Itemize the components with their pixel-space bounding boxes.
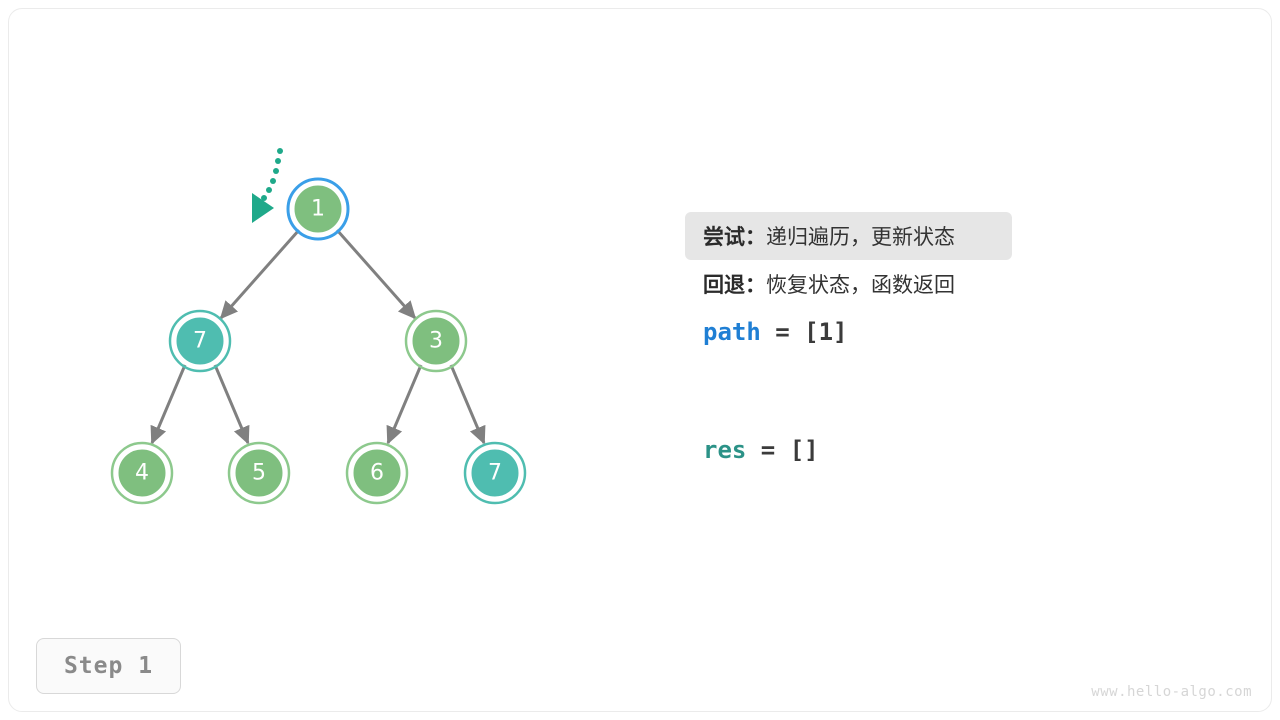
variable-value-res: [] — [789, 436, 819, 464]
tree-node-3[interactable]: 3 — [404, 309, 468, 373]
step-badge-label: Step 1 — [63, 653, 154, 679]
tree-edges — [150, 229, 486, 445]
info-row-try-key: 尝试： — [703, 225, 766, 249]
tree-node-label: 5 — [252, 461, 266, 486]
tree-node-label: 7 — [193, 329, 207, 354]
tree-node-1[interactable]: 1 — [286, 177, 350, 241]
dotted-path-icon — [261, 148, 283, 201]
tree-node-7-left[interactable]: 7 — [168, 309, 232, 373]
info-row-backtrack: 回退： 恢复状态，函数返回 — [685, 260, 1105, 308]
edge-1-7L — [219, 229, 301, 320]
tree-node-label: 1 — [311, 197, 325, 222]
tree-node-label: 3 — [429, 329, 443, 354]
figure-frame — [8, 8, 1272, 712]
tree-node-5[interactable]: 5 — [227, 441, 291, 505]
tree-nodes: 1 7 3 4 — [110, 177, 527, 505]
variable-name-res: res — [703, 436, 747, 464]
edge-1-3 — [335, 229, 417, 320]
variable-value-path: [1] — [804, 318, 848, 346]
edge-3-6 — [386, 364, 423, 445]
tree-node-6[interactable]: 6 — [345, 441, 409, 505]
info-row-try-value: 递归遍历，更新状态 — [766, 225, 955, 249]
info-row-try: 尝试： 递归遍历，更新状态 — [685, 212, 1012, 260]
tree-node-label: 7 — [488, 461, 502, 486]
tree-node-7-right[interactable]: 7 — [463, 441, 527, 505]
info-row-backtrack-value: 恢复状态，函数返回 — [766, 273, 955, 297]
panel-spacer — [685, 356, 1105, 426]
edge-7L-5 — [213, 364, 250, 445]
tree-node-label: 4 — [135, 461, 149, 486]
traversal-pointer — [252, 148, 283, 223]
tree-node-label: 6 — [370, 461, 384, 486]
step-badge: Step 1 — [36, 638, 181, 694]
site-watermark: www.hello-algo.com — [1091, 684, 1252, 700]
assignment-operator: = — [746, 436, 790, 464]
cursor-triangle-icon — [252, 193, 274, 223]
state-info-panel: 尝试： 递归遍历，更新状态 回退： 恢复状态，函数返回 path = [1] r… — [685, 212, 1105, 474]
info-row-backtrack-key: 回退： — [703, 273, 766, 297]
variable-name-path: path — [703, 318, 761, 346]
code-row-res: res = [] — [685, 426, 1105, 474]
tree-node-4[interactable]: 4 — [110, 441, 174, 505]
code-row-path: path = [1] — [685, 308, 1105, 356]
assignment-operator: = — [760, 318, 805, 346]
edge-7L-4 — [150, 364, 187, 445]
edge-3-7R — [449, 364, 486, 445]
